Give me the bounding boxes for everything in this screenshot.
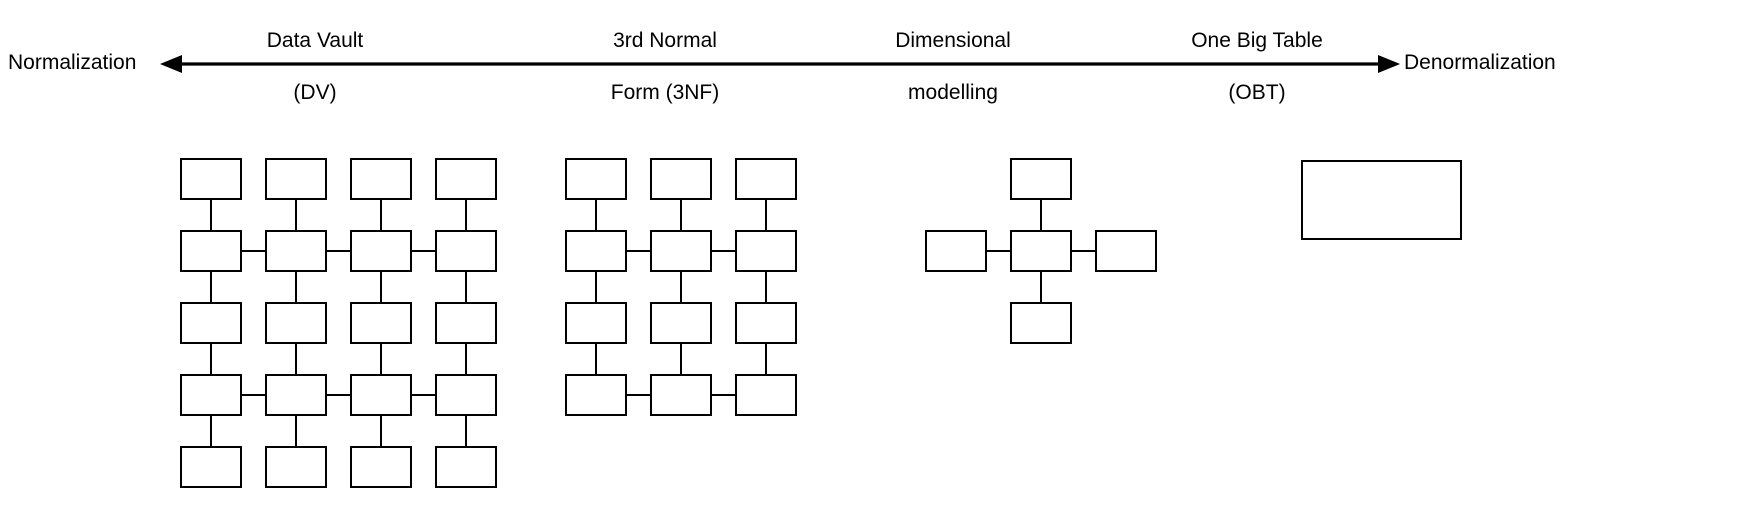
connector-vertical [1039, 200, 1043, 230]
table-node [350, 230, 412, 272]
approach-label-data-vault: Data Vault (DV) [190, 2, 440, 132]
approach-label-3nf-line2: Form (3NF) [610, 81, 720, 104]
connector-vertical [294, 272, 298, 302]
connector-horizontal [987, 249, 1010, 253]
approach-label-third-normal-form: 3rd Normal Form (3NF) [540, 2, 790, 132]
connector-vertical [209, 200, 213, 230]
connector-vertical [379, 272, 383, 302]
connector-horizontal [242, 393, 265, 397]
dimension-table-node [1095, 230, 1157, 272]
table-node [565, 158, 627, 200]
table-node [180, 374, 242, 416]
dimension-table-node [1010, 158, 1072, 200]
one-big-table-node [1301, 160, 1462, 240]
connector-vertical [464, 416, 468, 446]
table-node [265, 230, 327, 272]
table-node [735, 374, 797, 416]
approach-label-dv-line1: Data Vault [266, 29, 364, 52]
connector-vertical [464, 272, 468, 302]
table-node [350, 374, 412, 416]
connector-horizontal [242, 249, 265, 253]
approach-label-obt-line2: (OBT) [1228, 81, 1286, 104]
connector-vertical [209, 272, 213, 302]
table-node [265, 446, 327, 488]
approach-label-one-big-table: One Big Table (OBT) [1132, 2, 1382, 132]
approach-label-dim-line1: Dimensional [895, 29, 1011, 52]
connector-vertical [294, 200, 298, 230]
connector-vertical [679, 200, 683, 230]
connector-vertical [209, 416, 213, 446]
connector-horizontal [327, 393, 350, 397]
double-headed-arrow-icon [160, 55, 1400, 73]
connector-vertical [679, 272, 683, 302]
table-node [435, 374, 497, 416]
connector-vertical [679, 344, 683, 374]
connector-vertical [764, 272, 768, 302]
dimension-table-node [925, 230, 987, 272]
connector-horizontal [712, 249, 735, 253]
approach-label-dimensional-modelling: Dimensional modelling [828, 2, 1078, 132]
approach-label-dv-line2: (DV) [293, 81, 337, 104]
connector-vertical [764, 344, 768, 374]
table-node [180, 302, 242, 344]
table-node [650, 374, 712, 416]
connector-vertical [294, 416, 298, 446]
table-node [735, 158, 797, 200]
approach-label-3nf-line1: 3rd Normal [613, 29, 717, 52]
table-node [435, 230, 497, 272]
connector-vertical [379, 416, 383, 446]
table-node [435, 302, 497, 344]
table-node [180, 230, 242, 272]
axis-label-normalization: Normalization [8, 51, 137, 74]
table-node [265, 374, 327, 416]
table-node [650, 158, 712, 200]
connector-vertical [1039, 272, 1043, 302]
connector-horizontal [627, 393, 650, 397]
table-node [350, 158, 412, 200]
table-node [565, 302, 627, 344]
connector-vertical [379, 344, 383, 374]
table-node [435, 158, 497, 200]
connector-horizontal [712, 393, 735, 397]
table-node [350, 446, 412, 488]
table-node [650, 230, 712, 272]
table-node [180, 446, 242, 488]
connector-horizontal [1072, 249, 1095, 253]
table-node [180, 158, 242, 200]
table-node [435, 446, 497, 488]
connector-horizontal [627, 249, 650, 253]
connector-vertical [294, 344, 298, 374]
approach-label-dim-line2: modelling [908, 81, 998, 104]
table-node [565, 230, 627, 272]
connector-vertical [594, 200, 598, 230]
connector-vertical [594, 344, 598, 374]
table-node [735, 230, 797, 272]
axis-label-denormalization: Denormalization [1404, 51, 1556, 74]
connector-horizontal [412, 393, 435, 397]
connector-vertical [209, 344, 213, 374]
connector-vertical [379, 200, 383, 230]
table-node [265, 158, 327, 200]
table-node [735, 302, 797, 344]
table-node [350, 302, 412, 344]
table-node [265, 302, 327, 344]
connector-horizontal [412, 249, 435, 253]
dimension-table-node [1010, 302, 1072, 344]
connector-vertical [594, 272, 598, 302]
connector-vertical [464, 200, 468, 230]
table-node [565, 374, 627, 416]
fact-table-node [1010, 230, 1072, 272]
table-node [650, 302, 712, 344]
connector-vertical [764, 200, 768, 230]
approach-label-obt-line1: One Big Table [1191, 29, 1323, 52]
connector-vertical [464, 344, 468, 374]
connector-horizontal [327, 249, 350, 253]
